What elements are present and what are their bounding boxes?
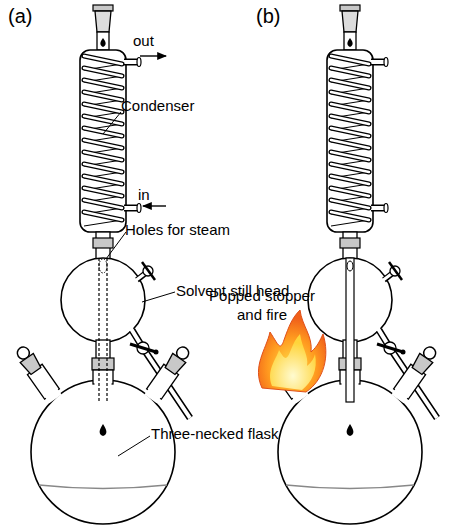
stopper <box>13 344 42 376</box>
leader-lines <box>103 112 175 456</box>
still-apparatus <box>274 5 440 524</box>
flow-label: in <box>138 186 150 205</box>
part-label: Three-necked flask <box>151 425 279 444</box>
panel-letter: (a) <box>8 4 32 29</box>
part-label: Holes for steam <box>125 221 230 240</box>
part-label: Condenser <box>121 97 194 116</box>
inner-tube <box>346 258 354 402</box>
inner-tube-dashed <box>99 258 107 402</box>
flow-arrows <box>140 56 166 206</box>
hazard-label: Popped stopper and fire <box>202 287 322 325</box>
panel-letter: (b) <box>256 4 280 29</box>
still-apparatus <box>27 5 193 524</box>
flow-label: out <box>133 32 154 51</box>
